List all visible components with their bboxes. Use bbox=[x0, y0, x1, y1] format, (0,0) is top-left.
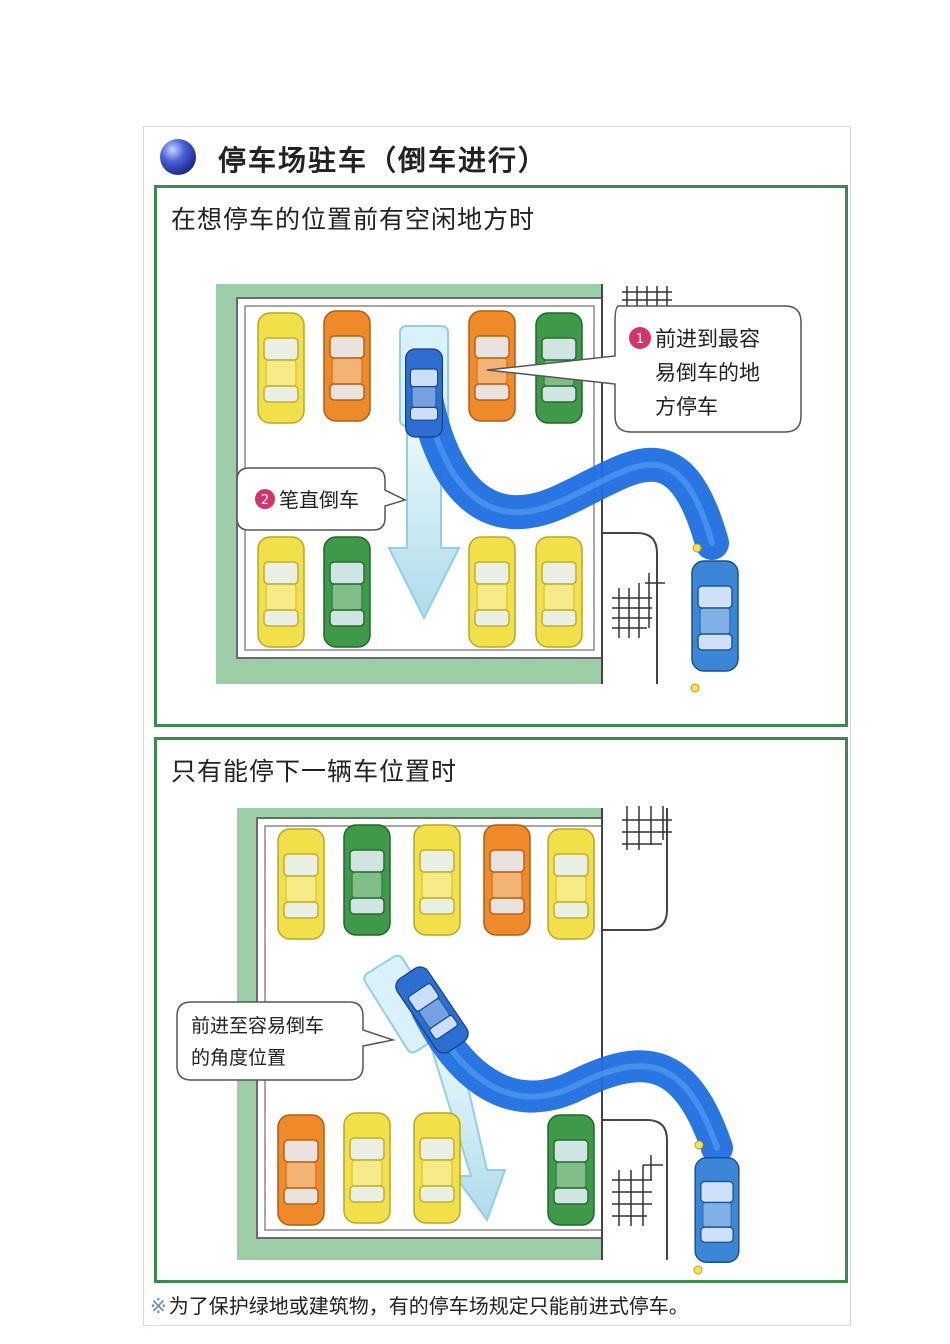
parked-car bbox=[257, 536, 305, 648]
headlight-icon bbox=[690, 543, 702, 693]
parked-car bbox=[468, 310, 516, 422]
entering-car bbox=[694, 1157, 740, 1263]
callout-2: 2 笔直倒车 bbox=[236, 467, 408, 531]
parked-car bbox=[277, 1114, 325, 1226]
parking-diagram-1: 1 前进到最容 易倒车的地 方停车 2 笔直倒车 bbox=[216, 284, 802, 693]
parked-car bbox=[323, 310, 371, 422]
crosswalk-grid-bottom bbox=[612, 573, 665, 638]
blue-ball-icon bbox=[160, 139, 196, 175]
footnote-text: 为了保护绿地或建筑物，有的停车场规定只能前进式停车。 bbox=[168, 1294, 689, 1318]
footnote: ※为了保护绿地或建筑物，有的停车场规定只能前进式停车。 bbox=[150, 1290, 689, 1319]
headlight-icon bbox=[693, 1140, 704, 1275]
callout-1-number: 1 bbox=[636, 332, 644, 347]
panel1-title: 在想停车的位置前有空闲地方时 bbox=[171, 205, 536, 234]
parked-car bbox=[413, 1112, 461, 1224]
parked-car bbox=[413, 824, 461, 936]
parked-car bbox=[547, 1114, 595, 1226]
panel2-title: 只有能停下一辆车位置时 bbox=[171, 757, 458, 786]
callout-1-line: 易倒车的地 bbox=[655, 361, 760, 385]
section-header: 停车场驻车（倒车进行） bbox=[144, 127, 850, 187]
parked-car bbox=[323, 536, 371, 648]
parked-car bbox=[547, 828, 595, 940]
crosswalk-grid-bottom bbox=[612, 1155, 663, 1226]
crosswalk-grid-top bbox=[622, 806, 672, 850]
callout-1-line: 方停车 bbox=[655, 395, 718, 419]
entering-car bbox=[691, 560, 739, 672]
instruction-sheet: 停车场驻车（倒车进行） 在想停车的位置前有空闲地方时 bbox=[143, 126, 851, 1326]
moving-car bbox=[405, 348, 443, 438]
callout-2-text: 笔直倒车 bbox=[279, 488, 359, 512]
callout-1-line: 前进到最容 bbox=[655, 327, 760, 351]
parked-car bbox=[468, 536, 516, 648]
callout-2-number: 2 bbox=[261, 493, 269, 508]
parked-car bbox=[535, 536, 583, 648]
parked-car bbox=[483, 824, 531, 936]
parked-car bbox=[343, 1112, 391, 1224]
crosswalk-grid-top bbox=[622, 286, 672, 306]
panel-free-space-ahead: 在想停车的位置前有空闲地方时 bbox=[154, 185, 848, 727]
callout-angle: 前进至容易倒车 的角度位置 bbox=[176, 1001, 396, 1081]
panel-one-space-only: 只有能停下一辆车位置时 bbox=[154, 737, 848, 1283]
reference-mark-icon: ※ bbox=[150, 1294, 167, 1318]
callout-line: 的角度位置 bbox=[191, 1047, 286, 1069]
parked-car bbox=[257, 312, 305, 424]
callout-1: 1 前进到最容 易倒车的地 方停车 bbox=[486, 305, 802, 433]
parked-car bbox=[343, 824, 391, 936]
callout-line: 前进至容易倒车 bbox=[191, 1015, 324, 1037]
parking-diagram-2: 前进至容易倒车 的角度位置 bbox=[176, 806, 740, 1275]
section-title: 停车场驻车（倒车进行） bbox=[218, 144, 549, 177]
parked-car bbox=[277, 828, 325, 940]
